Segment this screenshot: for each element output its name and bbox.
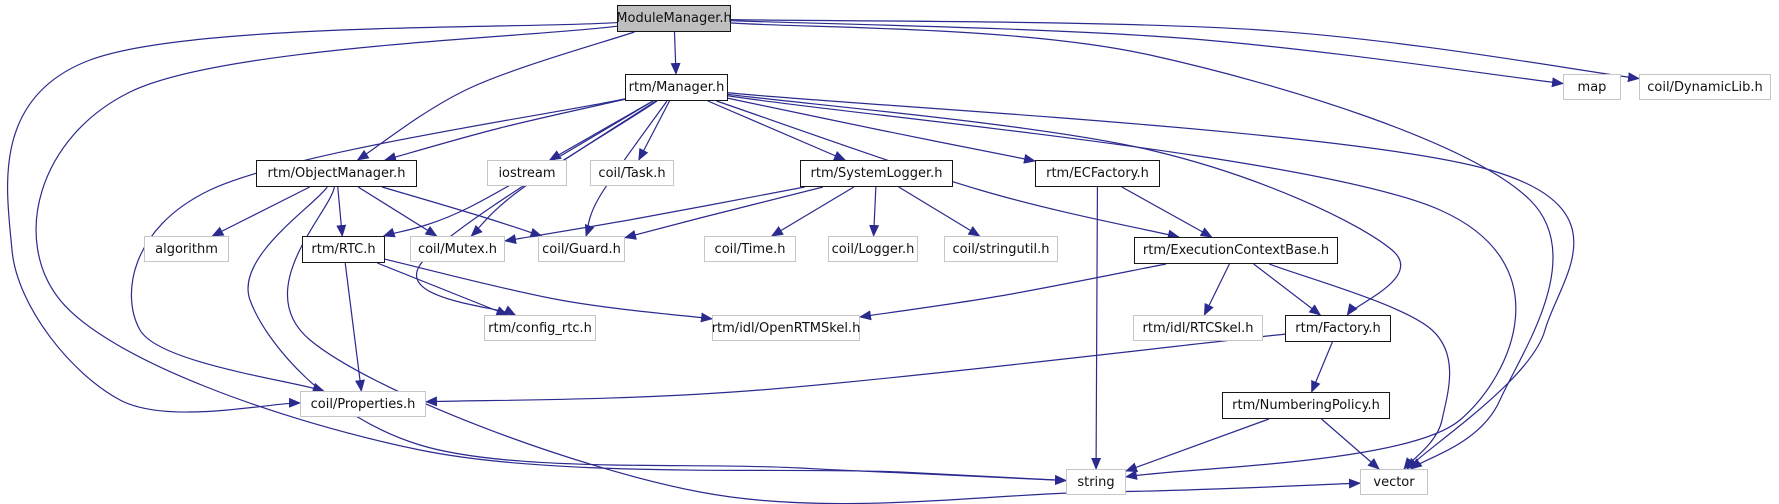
node-map[interactable]: map bbox=[1563, 74, 1621, 100]
edge-factory-numbering bbox=[1311, 341, 1333, 393]
edge-system_logger-mutex bbox=[504, 186, 805, 245]
edge-manager-task bbox=[638, 100, 671, 161]
node-dynamiclib[interactable]: coil/DynamicLib.h bbox=[1639, 74, 1771, 100]
edge-ecfactory-ecbase bbox=[1121, 186, 1213, 238]
node-stringutil[interactable]: coil/stringutil.h bbox=[944, 236, 1058, 262]
edge-ecbase-vector bbox=[1269, 263, 1451, 470]
node-vector[interactable]: vector bbox=[1360, 469, 1428, 495]
edge-manager-object_manager bbox=[384, 98, 626, 162]
edge-ecbase-factory bbox=[1253, 263, 1322, 316]
edge-system_logger-stringutil bbox=[898, 186, 981, 237]
edge-system_logger-guard bbox=[624, 186, 824, 240]
edge-object_manager-algorithm bbox=[211, 186, 310, 237]
node-mutex[interactable]: coil/Mutex.h bbox=[410, 236, 505, 262]
edge-manager-rtc bbox=[382, 100, 654, 238]
node-algorithm[interactable]: algorithm bbox=[144, 236, 229, 262]
edge-object_manager-mutex bbox=[357, 186, 438, 237]
edge-module_manager-manager bbox=[670, 31, 681, 75]
edge-module_manager-dynamiclib bbox=[730, 19, 1640, 83]
edge-manager-factory bbox=[727, 93, 1402, 316]
node-task[interactable]: coil/Task.h bbox=[590, 160, 674, 186]
edge-object_manager-rtc bbox=[336, 186, 347, 237]
edge-factory-properties bbox=[425, 333, 1286, 407]
edge-system_logger-time bbox=[770, 186, 855, 237]
edge-manager-string bbox=[727, 95, 1517, 480]
node-ecfactory[interactable]: rtm/ECFactory.h bbox=[1035, 160, 1160, 187]
edge-manager-ecfactory bbox=[727, 97, 1036, 164]
edge-module_manager-vector bbox=[730, 22, 1554, 470]
node-manager[interactable]: rtm/Manager.h bbox=[625, 74, 728, 101]
node-rtc[interactable]: rtm/RTC.h bbox=[302, 236, 385, 263]
edge-ecbase-rtcskel bbox=[1203, 263, 1230, 316]
edge-manager-properties bbox=[130, 98, 626, 393]
edge-object_manager-guard bbox=[381, 186, 543, 238]
edge-module_manager-map bbox=[730, 20, 1564, 88]
node-object_manager[interactable]: rtm/ObjectManager.h bbox=[256, 160, 417, 187]
edge-object_manager-vector bbox=[286, 186, 1361, 504]
edge-rtc-config_rtc bbox=[377, 262, 509, 316]
edge-numbering-vector bbox=[1321, 418, 1380, 470]
edge-ecfactory-string bbox=[1091, 186, 1102, 470]
edge-numbering-string bbox=[1125, 418, 1270, 473]
node-rtcskel[interactable]: rtm/idl/RTCSkel.h bbox=[1133, 315, 1263, 341]
edge-module_manager-properties bbox=[7, 21, 618, 413]
edge-module_manager-object_manager bbox=[356, 31, 635, 161]
edge-object_manager-string bbox=[247, 186, 1067, 486]
node-time[interactable]: coil/Time.h bbox=[704, 236, 796, 262]
edge-ecbase-openrtmskel bbox=[859, 263, 1167, 321]
node-module_manager[interactable]: ModuleManager.h bbox=[616, 5, 732, 32]
node-properties[interactable]: coil/Properties.h bbox=[300, 391, 426, 417]
node-numbering[interactable]: rtm/NumberingPolicy.h bbox=[1222, 392, 1390, 419]
node-system_logger[interactable]: rtm/SystemLogger.h bbox=[800, 160, 953, 187]
edge-rtc-properties bbox=[344, 262, 365, 392]
edge-rtc-openrtmskel bbox=[384, 258, 713, 323]
node-factory[interactable]: rtm/Factory.h bbox=[1285, 315, 1391, 342]
node-config_rtc[interactable]: rtm/config_rtc.h bbox=[484, 315, 596, 341]
node-logger[interactable]: coil/Logger.h bbox=[828, 236, 918, 262]
node-guard[interactable]: coil/Guard.h bbox=[538, 236, 625, 262]
node-ecbase[interactable]: rtm/ExecutionContextBase.h bbox=[1134, 237, 1338, 264]
node-string[interactable]: string bbox=[1066, 469, 1126, 495]
edge-manager-system_logger bbox=[707, 100, 847, 161]
node-openrtmskel[interactable]: rtm/idl/OpenRTMSkel.h bbox=[712, 315, 860, 341]
edge-system_logger-logger bbox=[869, 186, 880, 237]
edge-manager-vector bbox=[727, 92, 1575, 470]
node-iostream[interactable]: iostream bbox=[487, 160, 567, 186]
edge-manager-ecbase bbox=[716, 100, 1180, 240]
